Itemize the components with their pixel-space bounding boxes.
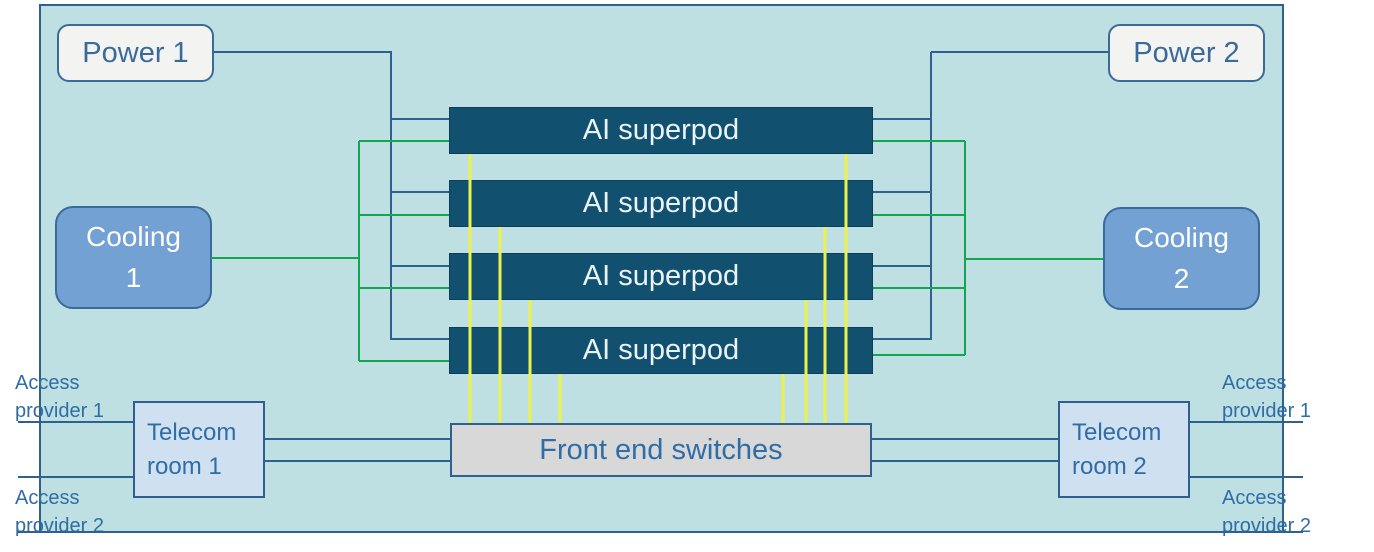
telecom-room-2-box: Telecom room 2 [1058,401,1190,498]
telecom-room-1-box: Telecom room 1 [133,401,265,498]
power-2-box: Power 2 [1108,24,1265,82]
access-provider-1-right-line2: provider 1 [1222,400,1311,422]
power-1-box: Power 1 [57,24,214,82]
access-provider-1-left-line1: Access [15,372,80,394]
ai-superpod-3-label: AI superpod [582,260,740,292]
cooling-1-box: Cooling 1 [55,206,212,309]
cooling-1-label-line2: 1 [125,261,142,293]
ai-superpod-4-box: AI superpod [449,327,873,374]
ai-superpod-2-box: AI superpod [449,180,873,227]
telecom-room-2-label-line1: Telecom [1072,418,1162,446]
access-provider-1-right-label: Access provider 1 [1222,369,1311,425]
access-provider-2-left-line2: provider 2 [15,515,104,537]
access-provider-2-right-line2: provider 2 [1222,515,1311,537]
ai-superpod-2-label: AI superpod [582,187,740,219]
cooling-1-label-line1: Cooling [86,220,181,252]
access-provider-2-right-line1: Access [1222,487,1287,509]
telecom-room-1-label-line1: Telecom [147,418,237,446]
access-provider-2-left-label: Access provider 2 [15,484,104,540]
ai-superpod-3-box: AI superpod [449,253,873,300]
access-provider-2-right-label: Access provider 2 [1222,484,1311,540]
access-provider-1-right-line1: Access [1222,372,1287,394]
ai-superpod-1-box: AI superpod [449,107,873,154]
access-provider-2-left-line1: Access [15,487,80,509]
ai-superpod-4-label: AI superpod [582,334,740,366]
telecom-room-1-label-line2: room 1 [147,452,222,480]
telecom-room-2-label-line2: room 2 [1072,452,1147,480]
front-end-switches-box: Front end switches [450,423,872,477]
cooling-2-label-line1: Cooling [1134,221,1229,253]
access-provider-1-left-label: Access provider 1 [15,369,104,425]
front-end-switches-label: Front end switches [539,433,783,466]
power-2-label: Power 2 [1133,36,1240,69]
power-1-label: Power 1 [82,36,189,69]
cooling-2-label-line2: 2 [1173,262,1190,294]
access-provider-1-left-line2: provider 1 [15,400,104,422]
ai-superpod-1-label: AI superpod [582,114,740,146]
cooling-2-box: Cooling 2 [1103,207,1260,310]
